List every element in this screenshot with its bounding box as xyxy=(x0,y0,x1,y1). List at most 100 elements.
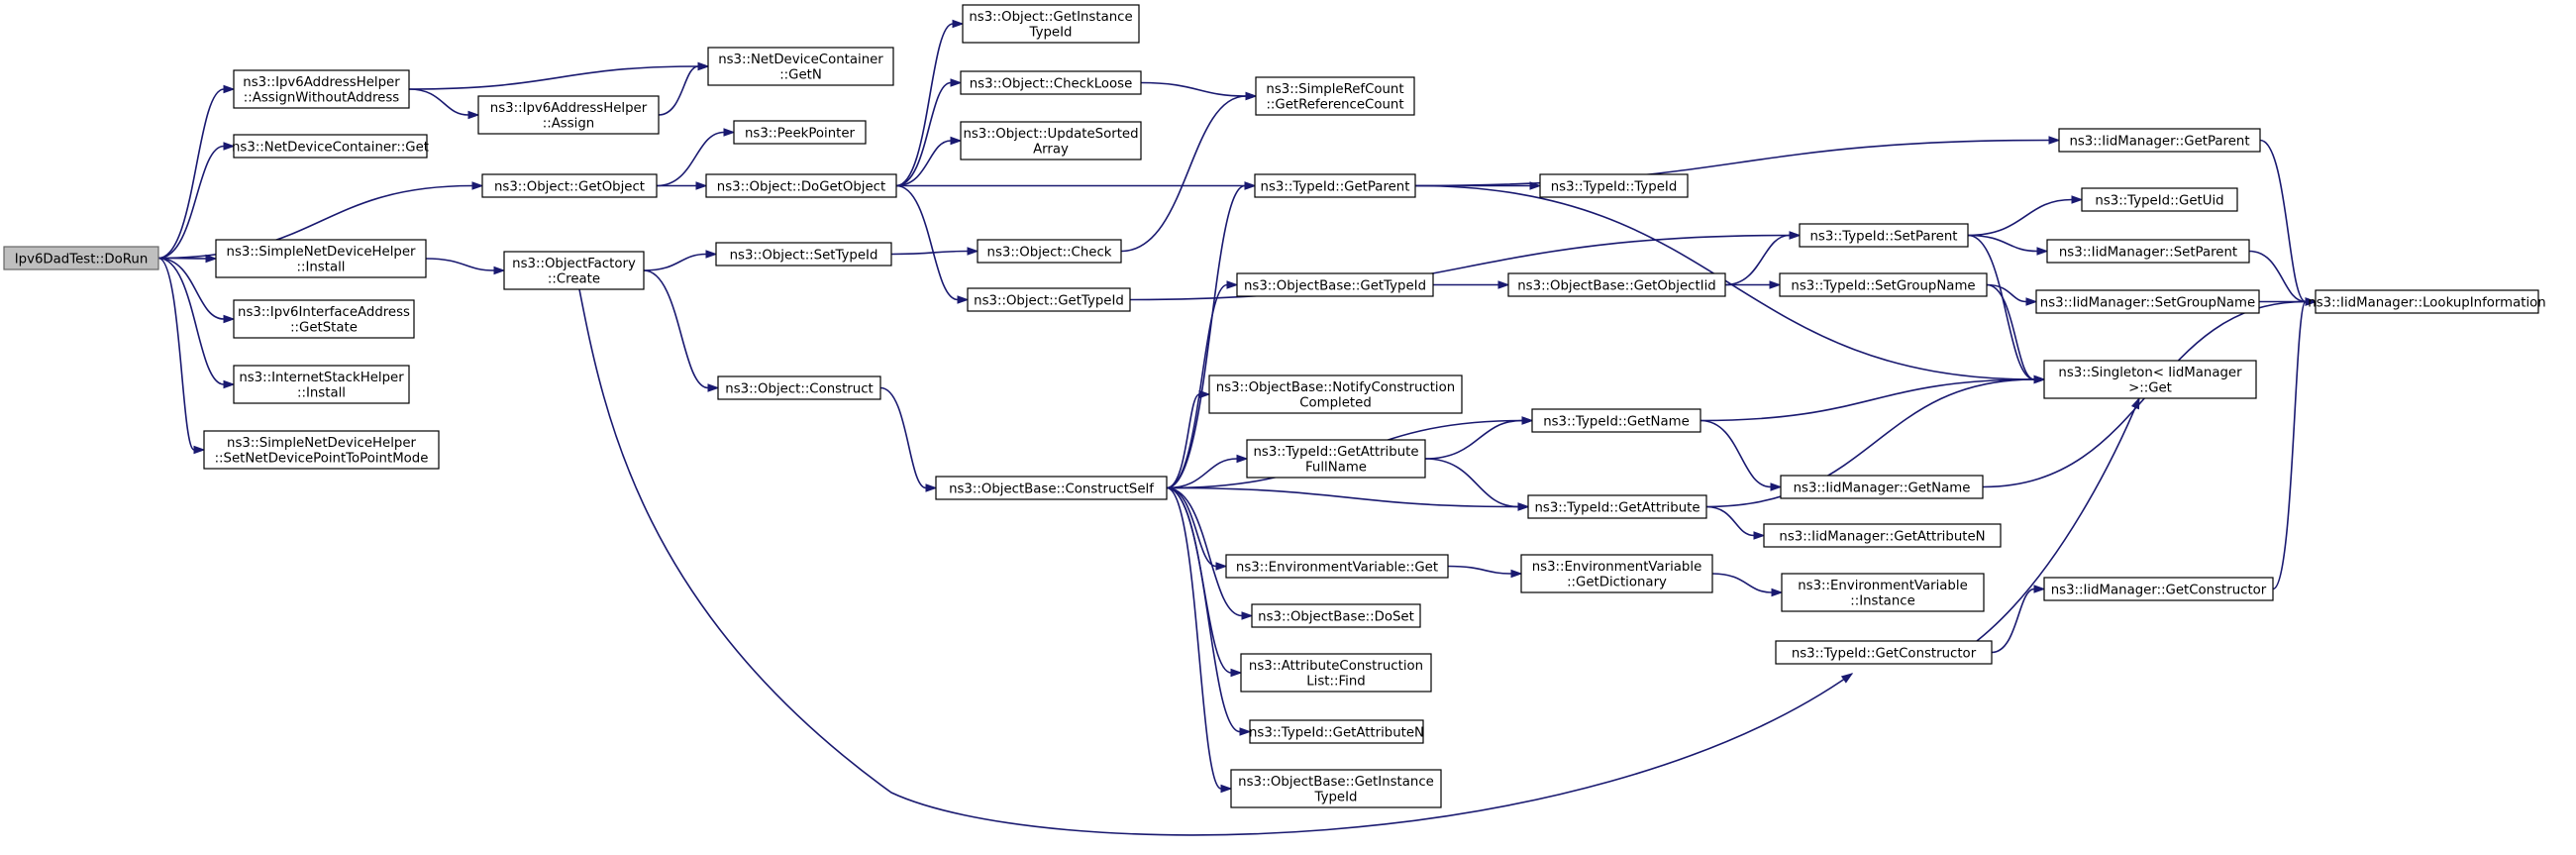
node-box xyxy=(2315,289,2539,314)
edge-n9-to-n8 xyxy=(658,61,710,116)
node-ns3-simplerefcount-getreferencecount[interactable]: ns3::SimpleRefCount::GetReferenceCount xyxy=(1255,76,1415,116)
node-ns3-environmentvariable-get[interactable]: ns3::EnvironmentVariable::Get xyxy=(1225,554,1449,579)
node-ns3-typeid-getattribute[interactable]: ns3::TypeId::GetAttribute xyxy=(1527,494,1707,519)
node-ns3-ipv6addresshelper-assignwithoutaddress[interactable]: ns3::Ipv6AddressHelper::AssignWithoutAdd… xyxy=(233,69,410,109)
edge-n20-to-n22 xyxy=(1166,181,1257,489)
node-ns3-object-getobject[interactable]: ns3::Object::GetObject xyxy=(481,173,658,198)
node-ns3-typeid-setgroupname[interactable]: ns3::TypeId::SetGroupName xyxy=(1779,272,1988,297)
node-ns3-ipv6addresshelper-assign[interactable]: ns3::Ipv6AddressHelper::Assign xyxy=(477,95,660,135)
node-box xyxy=(1246,439,1426,479)
node-ns3-objectbase-notifyconstruction-completed[interactable]: ns3::ObjectBase::NotifyConstructionCompl… xyxy=(1208,374,1463,414)
edge-line xyxy=(1986,283,2027,303)
node-label: ns3::TypeId::TypeId xyxy=(1551,179,1678,194)
edge-line xyxy=(1140,81,1247,97)
edge-n1-to-n9 xyxy=(408,88,480,120)
node-ns3-peekpointer[interactable]: ns3::PeekPointer xyxy=(733,120,867,145)
node-ns3-singleton-iidmanager-get[interactable]: ns3::Singleton< IidManager >::Get xyxy=(2043,360,2257,399)
node-label: ns3::ObjectBase::NotifyConstruction xyxy=(1216,380,1455,395)
edge-line xyxy=(1166,486,1519,508)
node-box xyxy=(1240,653,1432,693)
edge-line xyxy=(895,140,952,187)
edge-line xyxy=(890,250,969,256)
edge-n32-to-n36 xyxy=(1724,231,1802,286)
node-ns3-typeid-setparent[interactable]: ns3::TypeId::SetParent xyxy=(1799,223,1969,248)
edge-n18-to-n21 xyxy=(1120,91,1258,253)
node-ns3-simplenetdevicehelper-install[interactable]: ns3::SimpleNetDeviceHelper::Install xyxy=(215,239,427,278)
node-label: ns3::SimpleNetDeviceHelper xyxy=(227,245,416,260)
node-ns3-objectbase-getobjectiid[interactable]: ns3::ObjectBase::GetObjectIid xyxy=(1507,272,1726,297)
node-ns3-iidmanager-getparent[interactable]: ns3::IidManager::GetParent xyxy=(2058,128,2261,153)
node-ns3-objectbase-doset[interactable]: ns3::ObjectBase::DoSet xyxy=(1251,603,1421,628)
node-label: ns3::EnvironmentVariable xyxy=(1532,560,1702,575)
edge-n11-to-n22 xyxy=(896,181,1257,190)
node-label: >::Get xyxy=(2128,381,2172,396)
node-ns3-object-settypeid[interactable]: ns3::Object::SetTypeId xyxy=(715,242,892,267)
edge-n41-to-n46 xyxy=(1976,396,2140,642)
node-ns3-iidmanager-setparent[interactable]: ns3::IidManager::SetParent xyxy=(2046,239,2250,264)
node-box xyxy=(2043,360,2257,399)
edge-n34-to-n46 xyxy=(1705,374,2046,508)
node-box xyxy=(715,242,892,267)
node-ns3-typeid-getattributen[interactable]: ns3::TypeId::GetAttributeN xyxy=(1249,719,1424,744)
edge-line xyxy=(1705,378,2035,508)
node-ns3-object-check[interactable]: ns3::Object::Check xyxy=(977,239,1122,264)
arrowhead xyxy=(2033,374,2046,384)
edge-n23-to-n32 xyxy=(1433,280,1510,289)
edge-n26-to-n35 xyxy=(1447,565,1523,579)
node-ns3-typeid-getname[interactable]: ns3::TypeId::GetName xyxy=(1531,408,1701,433)
node-ns3-iidmanager-getname[interactable]: ns3::IidManager::GetName xyxy=(1780,475,1984,499)
node-label: ::Install xyxy=(297,261,346,275)
edge-n1-to-n8 xyxy=(408,61,710,90)
edge-line xyxy=(2272,300,2307,590)
node-label: ns3::TypeId::GetConstructor xyxy=(1792,646,1977,661)
node-label: ns3::Ipv6InterfaceAddress xyxy=(238,305,410,320)
edge-n13-to-n18 xyxy=(890,247,979,256)
node-ns3-object-dogetobject[interactable]: ns3::Object::DoGetObject xyxy=(705,173,897,198)
arrowhead xyxy=(925,483,938,492)
node-ns3-objectfactory-create[interactable]: ns3::ObjectFactory::Create xyxy=(503,251,645,290)
node-ns3-iidmanager-getconstructor[interactable]: ns3::IidManager::GetConstructor xyxy=(2043,577,2274,601)
node-label: ::Instance xyxy=(1850,594,1915,609)
node-ns3-object-construct[interactable]: ns3::Object::Construct xyxy=(717,375,881,400)
node-box xyxy=(1251,603,1421,628)
node-ipv6dadtest-dorun[interactable]: Ipv6DadTest::DoRun xyxy=(3,246,159,270)
node-ns3-object-gettypeid[interactable]: ns3::Object::GetTypeId xyxy=(967,287,1131,312)
node-ns3-objectbase-constructself[interactable]: ns3::ObjectBase::ConstructSelf xyxy=(935,476,1168,500)
node-label: ns3::ObjectBase::GetInstance xyxy=(1238,775,1434,790)
edge-line xyxy=(656,131,725,187)
node-ns3-typeid-getparent[interactable]: ns3::TypeId::GetParent xyxy=(1254,173,1416,198)
edge-n3-to-n10 xyxy=(656,128,736,187)
arrowhead xyxy=(967,247,979,256)
edge-n0-to-n7 xyxy=(157,257,206,455)
node-ns3-simplenetdevicehelper-setnetdevicepointtopointmode[interactable]: ns3::SimpleNetDeviceHelper::SetNetDevice… xyxy=(203,430,440,470)
node-ns3-netdevicecontainer-getn[interactable]: ns3::NetDeviceContainer::GetN xyxy=(707,47,894,86)
arrowhead xyxy=(1236,454,1249,464)
edge-n12-to-n14 xyxy=(643,269,720,392)
arrowhead xyxy=(707,383,720,392)
node-label: ns3::NetDeviceContainer xyxy=(718,53,883,67)
node-ns3-ipv6interfaceaddress-getstate[interactable]: ns3::Ipv6InterfaceAddress::GetState xyxy=(233,299,415,339)
node-ns3-typeid-getuid[interactable]: ns3::TypeId::GetUid xyxy=(2081,187,2238,212)
node-ns3-objectbase-gettypeid[interactable]: ns3::ObjectBase::GetTypeId xyxy=(1236,272,1434,297)
node-ns3-iidmanager-getattributen[interactable]: ns3::IidManager::GetAttributeN xyxy=(1763,523,2002,548)
node-ns3-iidmanager-setgroupname[interactable]: ns3::IidManager::SetGroupName xyxy=(2035,289,2260,314)
arrowhead xyxy=(1769,280,1782,289)
node-ns3-object-checkloose[interactable]: ns3::Object::CheckLoose xyxy=(960,70,1142,95)
edge-n20-to-n34 xyxy=(1166,486,1530,511)
node-box xyxy=(1249,719,1424,744)
edge-line xyxy=(1166,184,1246,489)
arrowhead xyxy=(223,379,236,389)
node-ns3-typeid-getconstructor[interactable]: ns3::TypeId::GetConstructor xyxy=(1775,640,1993,665)
node-ns3-netdevicecontainer-get[interactable]: ns3::NetDeviceContainer::Get xyxy=(232,134,429,159)
node-ns3-internetstackhelper-install[interactable]: ns3::InternetStackHelper::Install xyxy=(233,365,410,404)
node-label: ns3::Object::Construct xyxy=(725,381,873,396)
node-ns3-typeid-typeid[interactable]: ns3::TypeId::TypeId xyxy=(1539,173,1689,198)
node-ns3-environmentvariable-getdictionary[interactable]: ns3::EnvironmentVariable::GetDictionary xyxy=(1520,554,1713,593)
node-ns3-iidmanager-lookupinformation[interactable]: ns3::IidManager::LookupInformation xyxy=(2308,289,2546,314)
node-ns3-environmentvariable-instance[interactable]: ns3::EnvironmentVariable::Instance xyxy=(1781,573,1985,612)
